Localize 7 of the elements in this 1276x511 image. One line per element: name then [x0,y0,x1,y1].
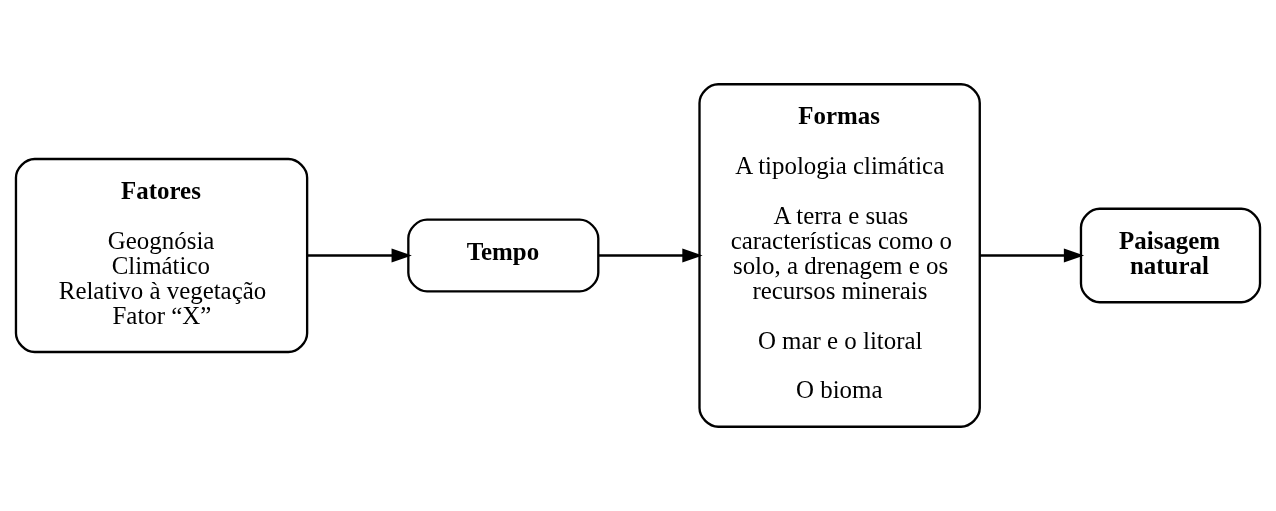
node-box: Fatores Geognósia Climático Relativo à vegetação Fator “X” [14,157,309,354]
arrow [307,248,412,263]
node-box: Paisagem natural [1079,207,1262,304]
arrow [980,248,1085,263]
arrow [598,248,703,263]
node-box: Formas A tipologia climática A terra e suas características como o solo, a drenagem e os recursos minerais O mar e o litoral O bioma [698,83,981,428]
node-box: Tempo [407,218,600,293]
